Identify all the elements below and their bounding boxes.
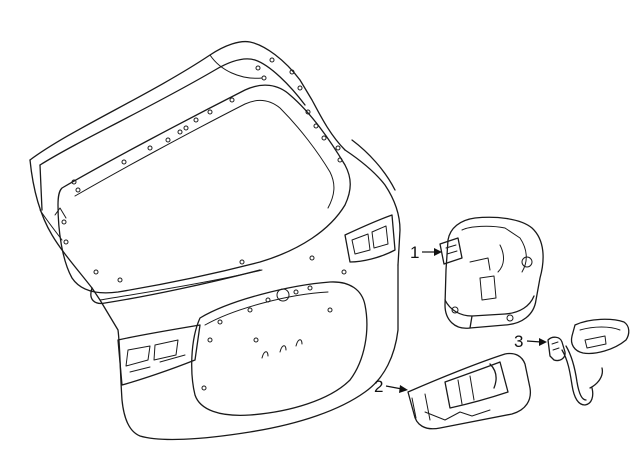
callout-1: 1: [410, 243, 442, 262]
latch-actuator-part: [439, 216, 544, 329]
callout-2-label: 2: [374, 377, 383, 396]
callout-3-label: 3: [514, 332, 523, 351]
callout-2: 2: [374, 377, 408, 396]
liftgate-door: [29, 40, 401, 441]
release-switch-part: [547, 318, 630, 406]
callout-3: 3: [514, 332, 547, 351]
handle-cover-part: [407, 352, 532, 430]
callout-1-label: 1: [410, 243, 419, 262]
mounting-holes: [61, 57, 347, 391]
